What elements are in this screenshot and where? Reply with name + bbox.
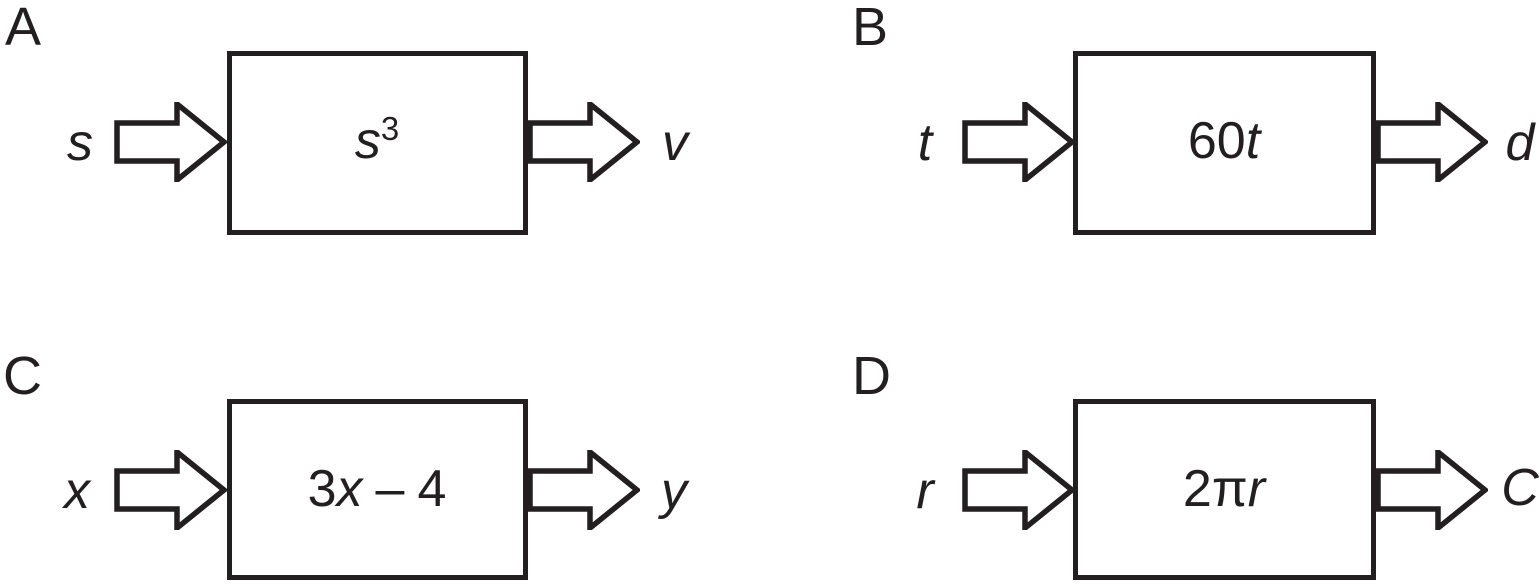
output-arrow-icon	[527, 450, 640, 530]
input-variable: s	[67, 114, 93, 172]
input-arrow-icon	[114, 102, 227, 182]
rule-box	[1073, 51, 1376, 235]
output-variable: y	[661, 462, 687, 520]
input-variable: x	[64, 462, 90, 520]
machine-rule-expression: s3	[354, 112, 399, 170]
machine-rule-expression: 3x–4	[308, 463, 447, 515]
expression-constant: 4	[417, 460, 447, 518]
expression-variable: r	[1247, 460, 1266, 518]
input-arrow-icon	[962, 450, 1075, 530]
machine-rule-expression: 60t	[1188, 115, 1260, 167]
machine-label: A	[5, 0, 42, 57]
output-variable: v	[662, 114, 688, 172]
output-variable: d	[1505, 114, 1535, 172]
input-arrow-icon	[962, 102, 1075, 182]
machine-label: C	[3, 346, 42, 406]
expression-variable: x	[336, 460, 363, 518]
rule-box	[1073, 399, 1376, 580]
expression-variable: s	[354, 112, 381, 170]
expression-operator: –	[375, 460, 405, 518]
input-variable: t	[917, 114, 933, 172]
expression-variable: t	[1245, 112, 1261, 170]
expression-superscript: 3	[380, 109, 400, 147]
machine-rule-expression: 2πr	[1183, 463, 1265, 515]
expression-coefficient: 2	[1182, 460, 1212, 518]
rule-box	[227, 51, 528, 235]
output-arrow-icon	[1375, 102, 1488, 182]
output-arrow-icon	[1375, 450, 1488, 530]
expression-coefficient: 3	[307, 460, 337, 518]
pi-symbol: π	[1211, 460, 1248, 518]
machine-label: D	[852, 346, 891, 406]
output-arrow-icon	[527, 102, 640, 182]
rule-box	[227, 399, 528, 580]
output-variable: C	[1501, 459, 1539, 517]
input-arrow-icon	[114, 450, 227, 530]
machine-label: B	[852, 0, 889, 57]
expression-coefficient: 60	[1187, 112, 1246, 170]
input-variable: r	[916, 462, 934, 520]
